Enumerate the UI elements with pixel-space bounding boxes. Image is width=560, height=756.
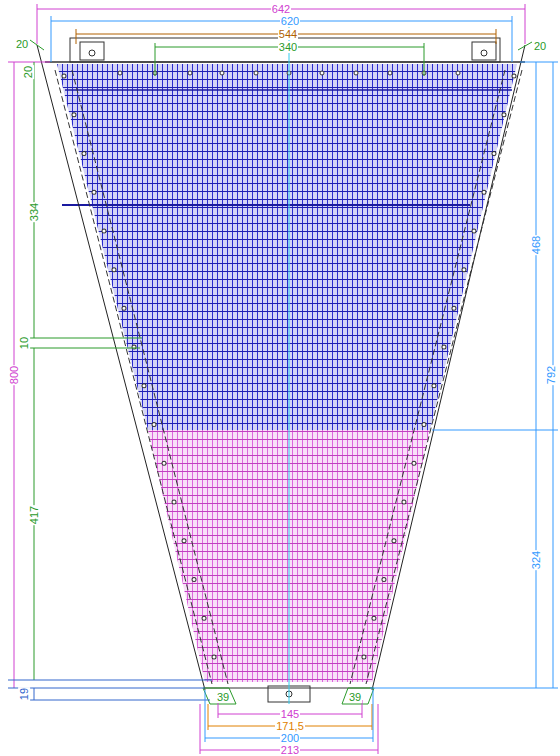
dimension-label: 200	[280, 732, 300, 744]
dimension-label: 145	[280, 708, 300, 720]
flange-tab	[472, 42, 496, 60]
flange-tab	[80, 42, 104, 60]
dimension-label: 213	[280, 744, 300, 756]
dimension-label: 20	[15, 38, 29, 50]
dimension-label: 468	[530, 235, 542, 255]
outline-wall	[372, 45, 525, 690]
dimension-label: 800	[8, 365, 20, 385]
top-bar	[45, 61, 525, 63]
dimension-label: 340	[278, 41, 298, 53]
dimension-lines	[8, 4, 558, 754]
dimension-label: 792	[545, 365, 557, 385]
bolt-hole	[481, 50, 487, 56]
outline-wall	[37, 45, 205, 690]
foot-tab	[203, 688, 236, 704]
dimension-label: 334	[28, 202, 40, 222]
dimension-label: 324	[530, 550, 542, 570]
dimension-label: 642	[271, 3, 291, 15]
rail-holes	[64, 76, 220, 680]
center-line	[289, 26, 290, 704]
dimension-label: 544	[278, 28, 298, 40]
dimension-label: 620	[280, 15, 300, 27]
dimension-label: 39	[348, 691, 362, 703]
top-flange	[70, 38, 500, 62]
dimension-label: 20	[533, 40, 547, 52]
foot-tab	[342, 688, 374, 704]
bolt-hole	[89, 50, 95, 56]
dimension-label: 20	[22, 65, 34, 79]
dimension-label: 39	[216, 691, 230, 703]
rail-holes	[358, 76, 514, 680]
grid-band	[62, 204, 470, 206]
rail-holes	[358, 76, 514, 680]
dimension-label: 417	[28, 505, 40, 525]
dimension-label: 19	[18, 687, 30, 701]
dimension-label: 10	[18, 336, 30, 350]
blue-grid	[57, 64, 517, 430]
rail-holes	[64, 76, 220, 680]
dimension-label: 171,5	[275, 720, 305, 732]
